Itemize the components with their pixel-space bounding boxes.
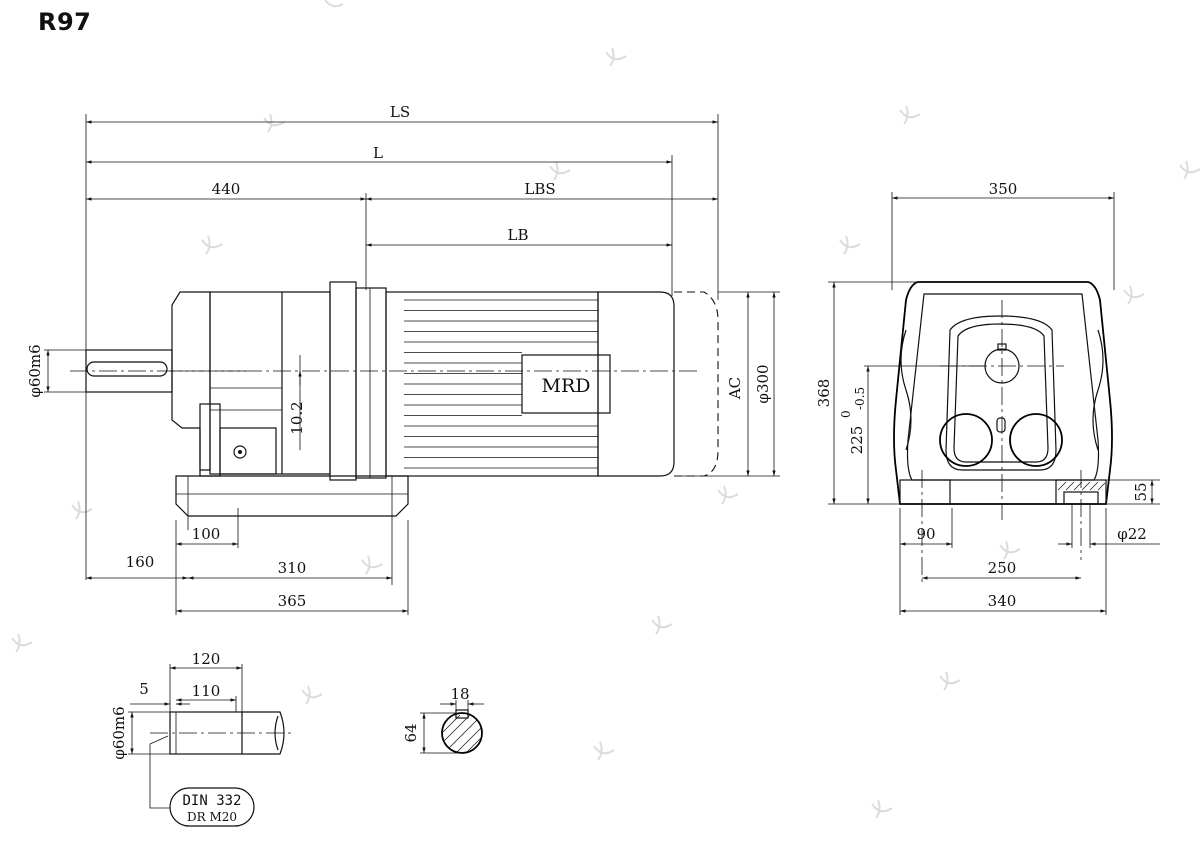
- dim-440: 440: [212, 180, 241, 198]
- dim-225: 225: [848, 426, 866, 455]
- end-view: 350 368 225 0 -0.5 55 φ22 90 250 340: [815, 180, 1160, 615]
- dim-shaft-dia-detail: φ60m6: [110, 706, 128, 759]
- dim-10-2: 10.2: [288, 401, 306, 434]
- dim-lb: LB: [508, 226, 529, 244]
- dim-64: 64: [402, 723, 420, 742]
- dim-l: L: [373, 144, 383, 162]
- dim-lbs: LBS: [524, 180, 555, 198]
- dim-shaft-dia: φ60m6: [26, 344, 44, 397]
- shaft-detail: 120 5 110 φ60m6 DIN 332 DR M20: [110, 650, 292, 827]
- dim-phi300: φ300: [754, 364, 772, 403]
- din-label: DIN 332: [182, 793, 241, 809]
- dim-18: 18: [450, 685, 469, 703]
- dim-55: 55: [1132, 482, 1150, 501]
- dim-160: 160: [126, 553, 155, 571]
- dim-350: 350: [989, 180, 1018, 198]
- dim-365: 365: [278, 592, 307, 610]
- brand-plate: MRD: [542, 375, 591, 397]
- key-section: 18 64: [402, 685, 484, 754]
- dim-368: 368: [815, 379, 833, 408]
- dim-90: 90: [916, 525, 935, 543]
- drawing-title: R97: [38, 8, 92, 36]
- dim-ls: LS: [390, 103, 410, 121]
- dim-100: 100: [192, 525, 221, 543]
- dim-225-tol-upper: 0: [839, 410, 853, 418]
- dim-225-tol-lower: -0.5: [853, 387, 867, 410]
- dim-310: 310: [278, 559, 307, 577]
- dim-340: 340: [988, 592, 1017, 610]
- dim-120: 120: [192, 650, 221, 668]
- dim-ac: AC: [726, 377, 744, 400]
- dim-110: 110: [192, 682, 221, 700]
- dim-phi22: φ22: [1117, 525, 1147, 543]
- dim-5: 5: [139, 680, 149, 698]
- watermark-marks: [11, 0, 1200, 819]
- din-thread-label: DR M20: [187, 810, 237, 824]
- dim-250: 250: [988, 559, 1017, 577]
- side-view: MRD LS L 440 LBS LB φ60m6: [26, 103, 780, 615]
